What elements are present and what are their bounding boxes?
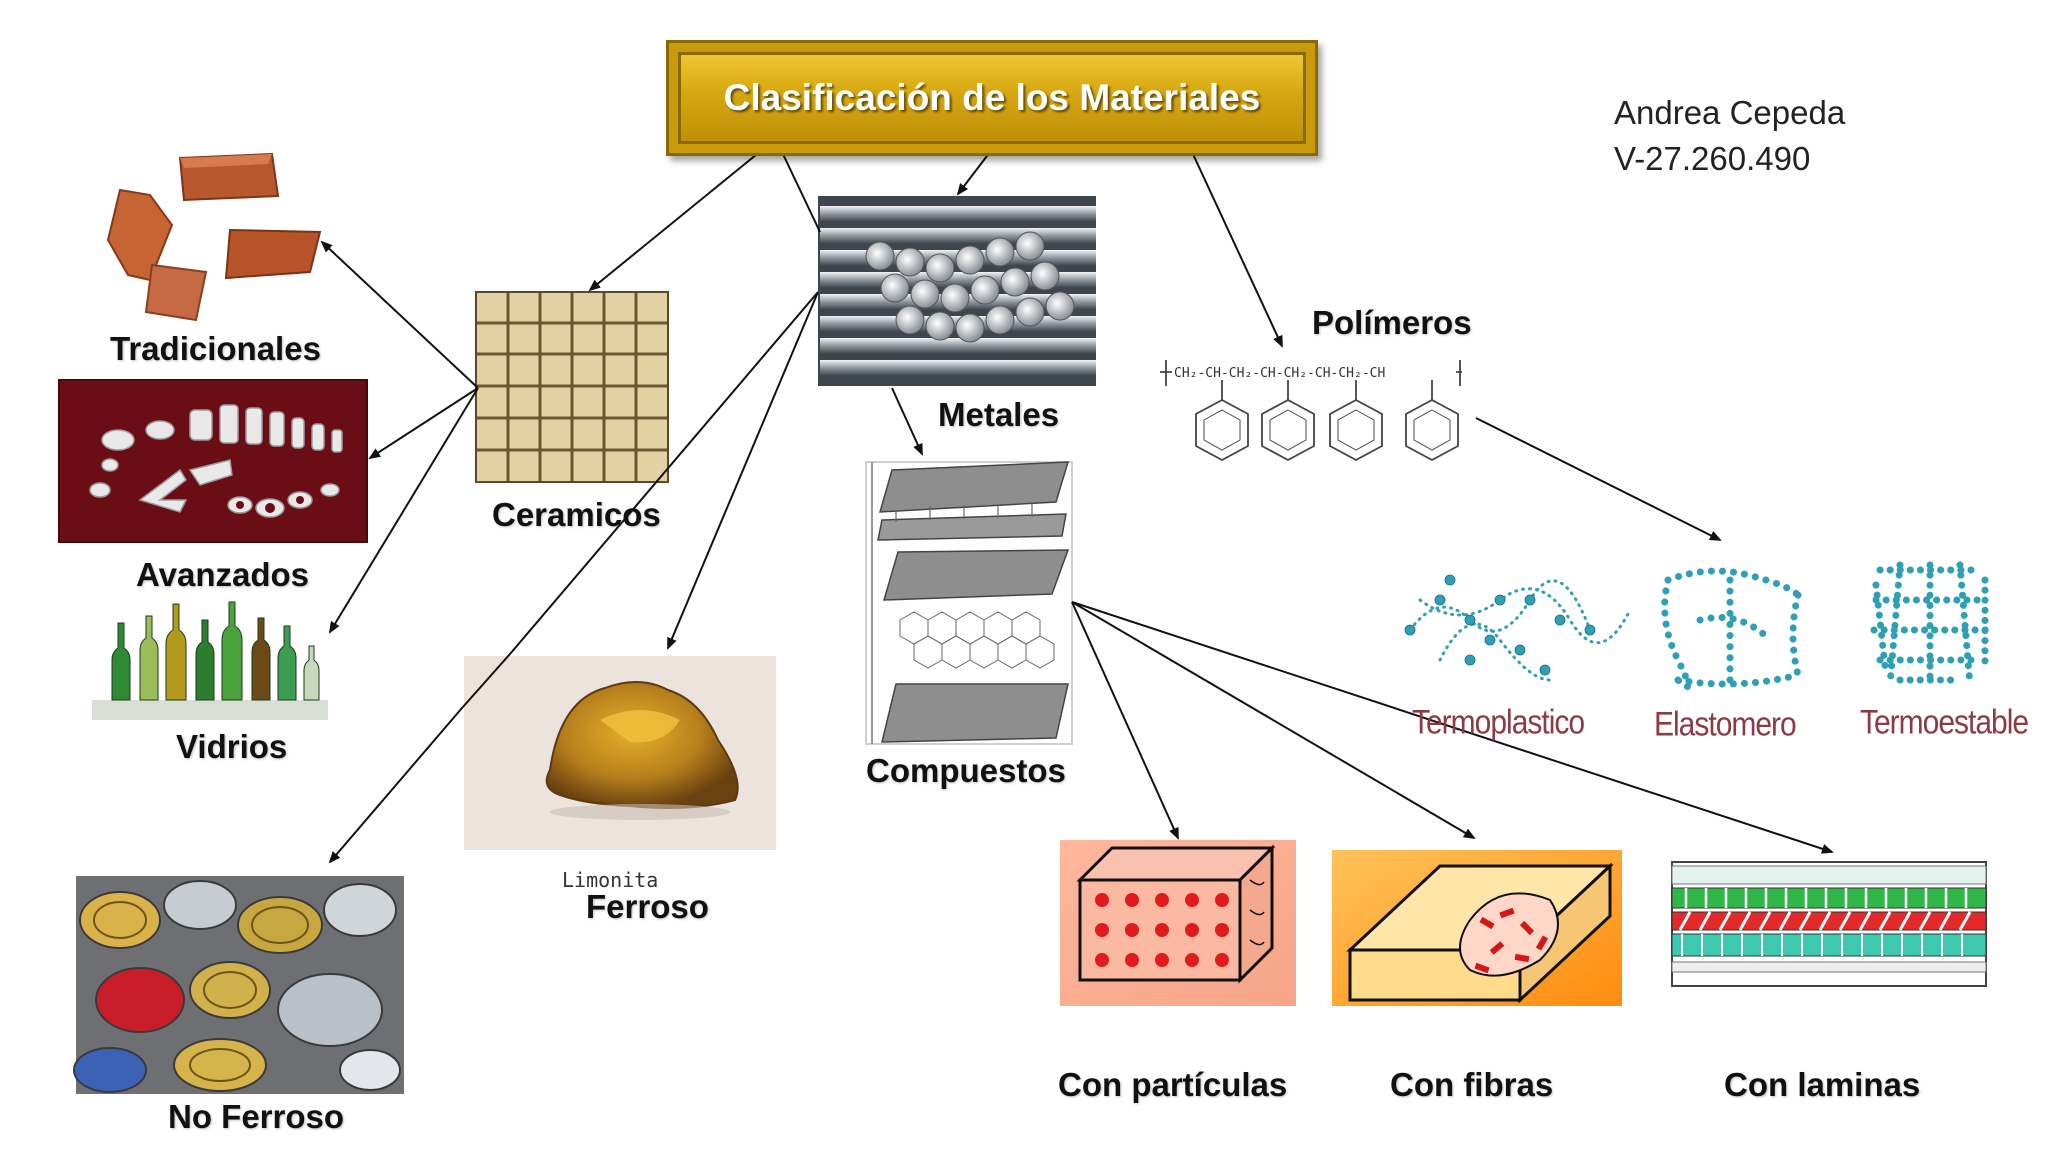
- limonita-image: [464, 656, 776, 850]
- particles-composite-image: [1060, 840, 1296, 1006]
- arrow-to-compuestos: [891, 387, 923, 456]
- fibers-composite-image: [1332, 850, 1622, 1006]
- cans-image: [73, 876, 404, 1094]
- connector-arrows: [320, 149, 1834, 864]
- label-con-laminas: Con laminas: [1724, 1066, 1921, 1103]
- arrow-to-metales: [956, 151, 991, 196]
- author-name: Andrea Cepeda: [1614, 94, 1846, 131]
- polymer-formula: CH₂-CH-CH₂-CH-CH₂-CH-CH₂-CH: [1172, 364, 1456, 381]
- thermoset-beads-image: [1870, 561, 1990, 689]
- arrow-to-fibras: [1071, 601, 1476, 840]
- label-con-particulas: Con partículas: [1058, 1066, 1288, 1103]
- diagram-title: Clasificación de los Materiales: [723, 77, 1261, 118]
- label-elastomero: Elastomero: [1654, 705, 1797, 744]
- elastomer-beads-image: [1661, 567, 1802, 691]
- label-ceramicos: Ceramicos: [492, 496, 661, 533]
- ceramic-tiles-image: [475, 291, 669, 483]
- label-metales: Metales: [938, 396, 1060, 433]
- label-vidrios: Vidrios: [176, 728, 288, 765]
- label-ferroso: Ferroso: [586, 888, 709, 925]
- laminates-composite-image: [1671, 861, 1987, 987]
- line-to-metales-rod: [781, 151, 821, 233]
- arrow-to-ferroso: [667, 291, 819, 650]
- arrow-to-particulas: [1071, 601, 1179, 840]
- label-no-ferroso: No Ferroso: [168, 1098, 345, 1135]
- thermoplastic-beads-image: [1404, 574, 1632, 682]
- label-compuestos: Compuestos: [866, 752, 1066, 789]
- arrow-to-polimeros: [1191, 151, 1283, 348]
- metal-rods-image: [818, 196, 1096, 386]
- label-limonita: Limonita: [562, 868, 659, 892]
- label-avanzados: Avanzados: [136, 556, 309, 593]
- arrow-to-avanzados: [368, 387, 479, 460]
- svg-text:CH₂-CH-CH₂-CH-CH₂-CH-CH₂-CH: CH₂-CH-CH₂-CH-CH₂-CH-CH₂-CH: [1174, 366, 1385, 381]
- sandwich-panel-image: [865, 461, 1073, 745]
- arrow-to-laminas: [1071, 601, 1834, 854]
- label-polimeros: Polímeros: [1312, 304, 1472, 341]
- arrow-to-polymer-types: [1475, 417, 1722, 541]
- label-tradicionales: Tradicionales: [110, 330, 321, 367]
- arrow-to-ceramicos: [588, 149, 763, 292]
- author-id: V-27.260.490: [1614, 140, 1811, 177]
- bricks-image: [106, 152, 322, 322]
- label-termoestable: Termoestable: [1860, 703, 2029, 742]
- arrow-to-no-ferroso: [328, 291, 819, 864]
- label-termoplastico: Termoplastico: [1412, 703, 1585, 742]
- glass-bottles-image: [92, 601, 328, 720]
- advanced-ceramics-image: [58, 379, 368, 543]
- label-con-fibras: Con fibras: [1390, 1066, 1554, 1103]
- arrow-to-vidrios: [328, 387, 479, 634]
- arrow-to-tradicionales: [320, 240, 479, 389]
- title-banner: Clasificación de los Materiales: [666, 40, 1318, 156]
